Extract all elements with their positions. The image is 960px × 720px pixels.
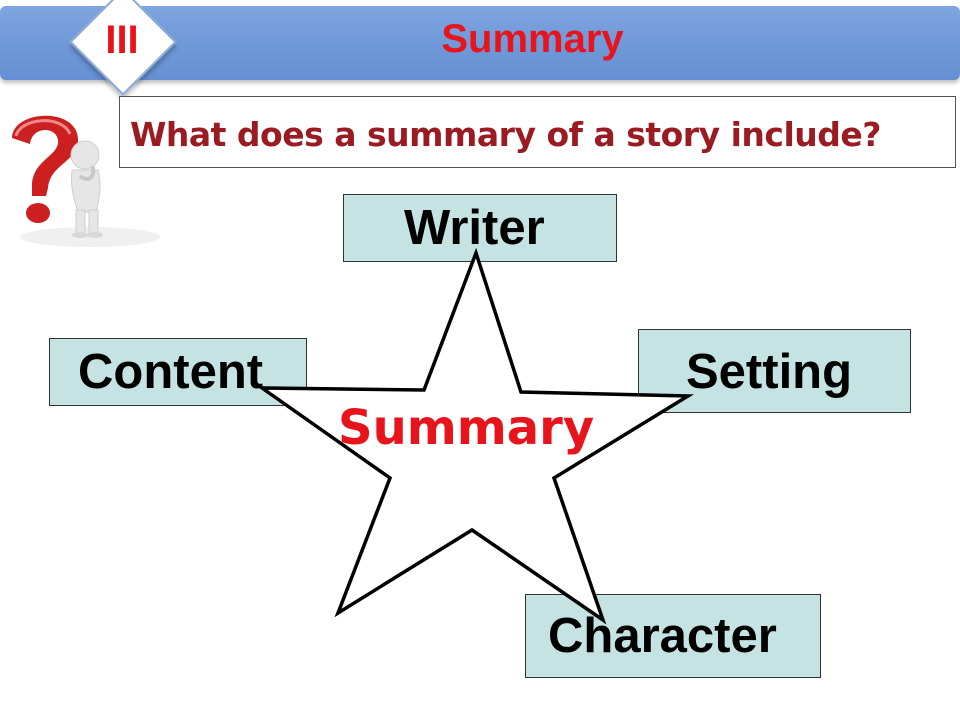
concept-label-setting: Setting (686, 345, 853, 399)
concept-label-content: Content (78, 345, 264, 399)
concept-label-writer: Writer (404, 201, 545, 255)
question-mark-person-icon (12, 115, 160, 247)
question-text: What does a summary of a story include? (130, 115, 881, 154)
star-center-label: Summary (338, 400, 595, 456)
concept-label-character: Character (548, 609, 777, 663)
section-numeral: III (105, 18, 139, 62)
page-title: Summary (441, 17, 624, 61)
question-box (119, 96, 956, 168)
